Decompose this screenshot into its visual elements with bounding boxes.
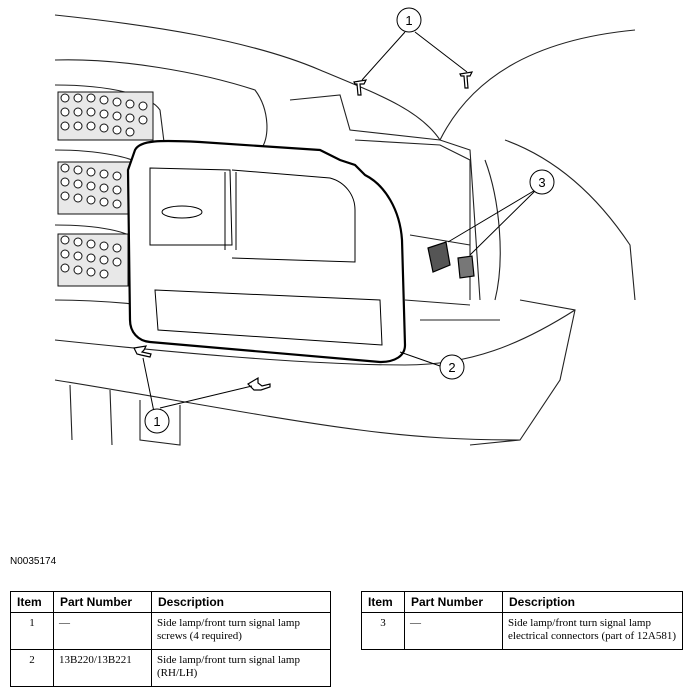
header-part-number: Part Number bbox=[404, 591, 503, 613]
lamp-emblem bbox=[161, 205, 203, 219]
header-item: Item bbox=[361, 591, 405, 613]
table-header-row: Item Part Number Description bbox=[361, 591, 683, 613]
fender-lower bbox=[469, 299, 576, 446]
cell-part-number: — bbox=[53, 612, 152, 650]
grille-mesh-upper bbox=[57, 91, 154, 141]
cell-item: 3 bbox=[361, 612, 405, 650]
header-description: Description bbox=[502, 591, 683, 613]
callout-lamp: 2 bbox=[439, 354, 465, 380]
table-row: 1 — Side lamp/front turn signal lamp scr… bbox=[10, 612, 331, 650]
cell-item: 1 bbox=[10, 612, 54, 650]
cell-description: Side lamp/front turn signal lamp electri… bbox=[502, 612, 683, 650]
screw-top-right bbox=[459, 71, 474, 89]
header-description: Description bbox=[151, 591, 331, 613]
cell-part-number: 13B220/13B221 bbox=[53, 649, 152, 687]
screw-bottom-left bbox=[133, 345, 152, 358]
side-lamp-assembly bbox=[126, 139, 407, 364]
hood-panel-right bbox=[439, 29, 636, 141]
parts-table-right: Item Part Number Description 3 — Side la… bbox=[361, 591, 683, 650]
table-row: 2 13B220/13B221 Side lamp/front turn sig… bbox=[10, 649, 331, 687]
lamp-removal-illustration: 1 2 3 1 bbox=[54, 7, 636, 446]
cell-description: Side lamp/front turn signal lamp screws … bbox=[151, 612, 331, 650]
grille-frame bbox=[54, 59, 268, 151]
figure-id: N0035174 bbox=[10, 556, 57, 567]
screw-bottom-right bbox=[247, 376, 271, 391]
parts-table-left: Item Part Number Description 1 — Side la… bbox=[10, 591, 331, 687]
grille-mesh-lower bbox=[57, 233, 129, 287]
cell-description: Side lamp/front turn signal lamp (RH/LH) bbox=[151, 649, 331, 687]
grille-mesh-middle bbox=[57, 161, 134, 215]
fender-right bbox=[504, 139, 636, 301]
svg-text:1: 1 bbox=[153, 414, 160, 429]
electrical-connectors bbox=[427, 241, 475, 279]
svg-text:3: 3 bbox=[538, 175, 545, 190]
svg-text:1: 1 bbox=[405, 13, 412, 28]
svg-text:2: 2 bbox=[448, 360, 455, 375]
table-header-row: Item Part Number Description bbox=[10, 591, 331, 613]
cell-item: 2 bbox=[10, 649, 54, 687]
table-row: 3 — Side lamp/front turn signal lamp ele… bbox=[361, 612, 683, 650]
callout-top: 1 bbox=[396, 7, 422, 33]
header-part-number: Part Number bbox=[53, 591, 152, 613]
cell-part-number: — bbox=[404, 612, 503, 650]
lamp-screws bbox=[133, 71, 474, 391]
callout-bottom: 1 bbox=[144, 408, 170, 434]
callout-connectors: 3 bbox=[529, 169, 555, 195]
screw-top-left bbox=[353, 79, 368, 96]
header-item: Item bbox=[10, 591, 54, 613]
hood-outline bbox=[54, 14, 441, 141]
